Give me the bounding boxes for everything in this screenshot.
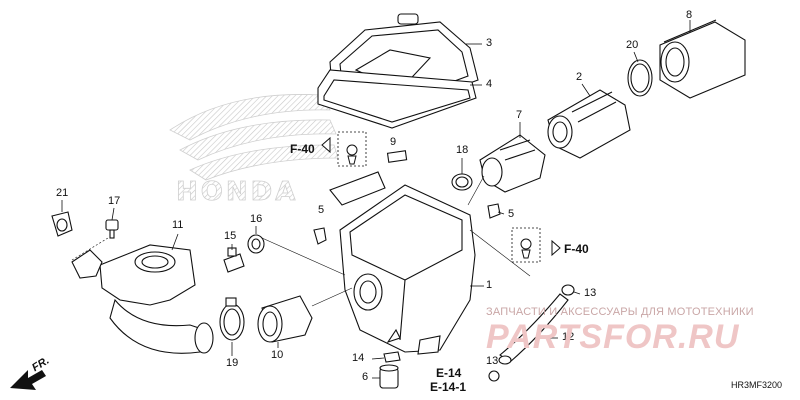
sensor-15 xyxy=(223,247,245,273)
honda-logo-text: HONDA xyxy=(176,177,298,207)
watermark-brand: PARTSFOR.RU xyxy=(486,318,740,356)
ref-f40-left: F-40 xyxy=(290,142,315,156)
callout-3: 3 xyxy=(486,37,493,49)
f40-right-box xyxy=(511,227,541,263)
callout-4: 4 xyxy=(486,78,493,90)
joint-10 xyxy=(257,295,313,343)
leader-17 xyxy=(111,207,115,221)
callout-13-bottom: 13 xyxy=(486,355,499,367)
leader-5b xyxy=(497,211,505,215)
drain-tube-12 xyxy=(498,293,569,365)
callout-6: 6 xyxy=(362,371,369,383)
leader-14 xyxy=(371,357,385,360)
callout-5-right: 5 xyxy=(508,208,515,220)
leader-21b xyxy=(71,237,109,261)
guide-15-case xyxy=(261,237,346,276)
clip-13b xyxy=(488,370,500,382)
callout-13-right: 13 xyxy=(584,287,597,299)
callout-17: 17 xyxy=(108,195,121,207)
ref-f40-right: F-40 xyxy=(564,242,589,256)
callout-9: 9 xyxy=(390,136,397,148)
leader-13 xyxy=(573,291,581,295)
callout-21: 21 xyxy=(56,187,69,199)
air-filter-element xyxy=(547,89,631,159)
leader-2 xyxy=(581,83,591,97)
cap-6 xyxy=(379,364,399,389)
pad-9 xyxy=(386,150,408,163)
callout-1: 1 xyxy=(486,279,493,291)
intake-duct xyxy=(71,244,214,354)
callout-11: 11 xyxy=(172,219,184,231)
callout-15: 15 xyxy=(224,230,237,242)
clip-5a xyxy=(313,227,327,245)
grommet-left xyxy=(346,144,358,165)
f40-left-arrow xyxy=(321,136,331,154)
callout-12: 12 xyxy=(562,331,575,343)
guide-10-case xyxy=(311,287,353,307)
callout-19: 19 xyxy=(226,357,239,369)
air-cleaner-cover xyxy=(317,13,479,129)
guide-case-right xyxy=(469,229,531,277)
ref-e14-1: E-14-1 xyxy=(430,380,467,394)
callout-10: 10 xyxy=(271,349,284,361)
band-18 xyxy=(451,173,473,191)
callout-16: 16 xyxy=(250,213,263,225)
band-20 xyxy=(627,59,653,97)
f40-left-box xyxy=(337,131,367,167)
clamp-21 xyxy=(51,211,73,237)
f40-right-arrow xyxy=(551,239,561,257)
clip-13a xyxy=(561,284,575,296)
bolt-17 xyxy=(105,219,119,239)
air-cleaner-case xyxy=(329,171,476,355)
clip-5b xyxy=(487,203,501,219)
callout-7: 7 xyxy=(516,109,523,121)
callout-8: 8 xyxy=(686,9,693,21)
callout-2: 2 xyxy=(576,71,583,83)
grommet-16 xyxy=(247,234,265,254)
callout-5-left: 5 xyxy=(318,204,325,216)
leader-11 xyxy=(171,233,179,251)
connecting-tube xyxy=(479,134,546,193)
grommet-right xyxy=(520,238,532,259)
leader-20 xyxy=(633,51,639,63)
callout-20: 20 xyxy=(626,39,639,51)
outer-filter xyxy=(659,19,746,99)
diagram-code: HR3MF3200 xyxy=(730,380,782,390)
band-19 xyxy=(219,297,245,341)
clip-14 xyxy=(383,351,401,363)
watermark-tagline: ЗАПЧАСТИ И АКСЕССУАРЫ ДЛЯ МОТОТЕХНИКИ xyxy=(486,306,754,318)
honda-wing-logo xyxy=(169,94,339,181)
callout-14: 14 xyxy=(352,352,365,364)
callout-18: 18 xyxy=(456,144,469,156)
ref-e14: E-14 xyxy=(436,366,462,380)
guide-tube-case xyxy=(467,175,485,206)
front-direction-arrow xyxy=(10,370,46,390)
